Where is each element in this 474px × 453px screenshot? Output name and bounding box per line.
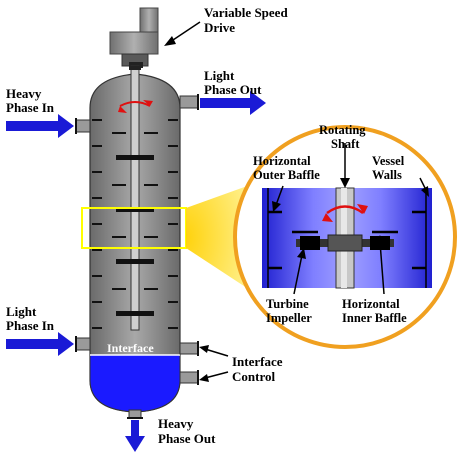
label-heavy-out-line2: Phase Out [158,431,216,446]
zoom-detail-view [233,125,457,349]
light-out-nozzle [179,95,199,109]
light-phase-out-arrow [200,91,266,115]
heavy-phase-out-arrow [125,420,145,452]
rotation-arrow-vessel [118,100,153,113]
rotation-arrow-zoom [322,204,368,222]
label-vessel-walls-line1: Vessel [372,154,405,168]
label-light-in-line2: Phase In [6,318,55,333]
pointer-arrows [164,21,229,382]
label-interface-control-line1: Interface [232,354,283,369]
zoom-beam [186,185,250,290]
labels: Variable Speed Drive Light Phase Out Hea… [6,5,407,446]
label-interface-control-line2: Control [232,369,275,384]
label-drive-line1: Variable Speed [204,5,288,20]
internal-baffles [92,119,178,329]
label-rotating-shaft-line1: Rotating [319,123,366,137]
label-heavy-out-line1: Heavy [158,416,194,431]
label-inner-baffle-line2: Inner Baffle [342,311,407,325]
label-light-out-line1: Light [204,68,235,83]
interface-nozzle-lower [179,371,199,384]
label-interface: Interface [107,341,154,355]
heavy-out-nozzle [128,409,142,419]
label-inner-baffle-line1: Horizontal [342,297,400,311]
nozzles [75,95,199,419]
label-outer-baffle-line1: Horizontal [253,154,311,168]
label-heavy-in-line2: Phase In [6,100,55,115]
label-outer-baffle-line2: Outer Baffle [253,168,320,182]
label-light-in-line1: Light [6,304,37,319]
variable-speed-drive [109,7,159,68]
heavy-phase-in-arrow [6,114,74,138]
flow-arrows [6,91,266,452]
label-vessel-walls-line2: Walls [372,168,402,182]
light-phase-in-arrow [6,332,74,356]
interface-nozzle-upper [179,342,199,355]
label-light-out-line2: Phase Out [204,82,262,97]
light-in-nozzle [75,337,91,351]
heavy-phase-layer [89,354,181,413]
label-drive-line2: Drive [204,20,235,35]
label-turbine-impeller-line1: Turbine [266,297,309,311]
label-turbine-impeller-line2: Impeller [266,311,312,325]
rotating-shaft [129,65,141,331]
heavy-in-nozzle [75,119,91,133]
label-heavy-in-line1: Heavy [6,86,42,101]
label-rotating-shaft-line2: Shaft [331,137,360,151]
